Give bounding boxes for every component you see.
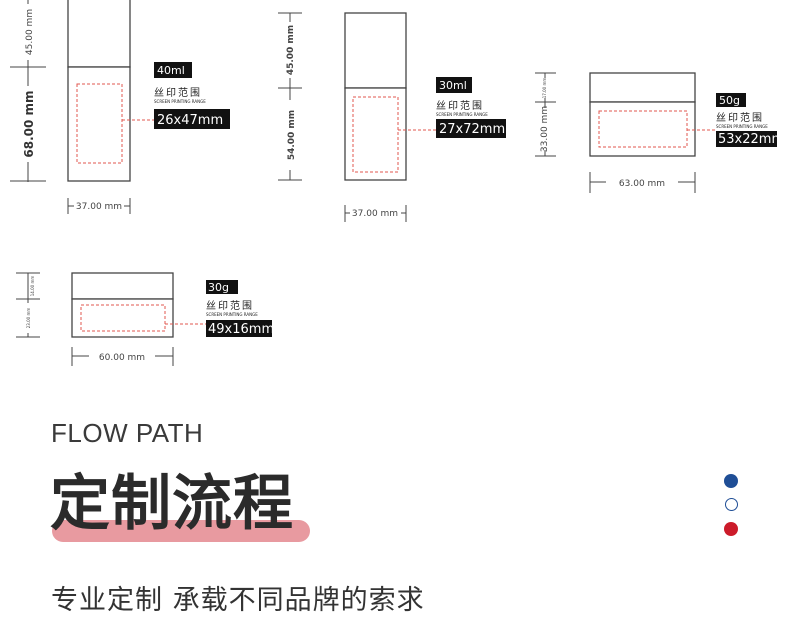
blue-dot-icon (724, 474, 738, 488)
jar-30g-tag-text: 30g (208, 281, 229, 294)
bottle-40ml-print-size: 26x47mm (157, 113, 223, 128)
bottle-30ml-silk-cn: 丝印范围 (436, 99, 484, 112)
jar-50g-height-dim: 33.00 mm (540, 106, 550, 152)
bottle-30ml-body-dim: 54.00 mm (287, 110, 297, 160)
red-dot-icon (724, 522, 738, 536)
title-highlight-bar (52, 520, 310, 542)
product-dimension-diagrams: 45.00 mm 68.00 mm 37.00 mm 40ml 丝印范围 SCR… (10, 0, 784, 366)
bottle-30ml-body (344, 87, 407, 181)
jar-50g-print-size: 53x22mm (718, 132, 784, 147)
bottle-40ml-dim-bg (19, 86, 37, 162)
outline-dot-icon (724, 498, 738, 511)
bottle-30ml-size-box (436, 119, 506, 138)
bottle-40ml-dim-bg (20, 4, 36, 60)
jar-50g-cap-dim: 17.00 mm (542, 78, 547, 99)
jar-30g-silk-en: SCREEN PRINTING RANGE (206, 312, 258, 317)
bottle-40ml-body (67, 66, 131, 182)
section-title-block: 定制流程 (50, 468, 312, 548)
bottle-40ml-diagram: 45.00 mm 68.00 mm 37.00 mm 40ml 丝印范围 SCR… (10, 0, 230, 214)
jar-50g-silk-en: SCREEN PRINTING RANGE (716, 124, 768, 129)
bottle-40ml-silk-cn: 丝印范围 (154, 86, 202, 99)
jar-50g-diagram: 17.00 mm 33.00 mm 63.00 mm 50g 丝印范围 SCRE… (535, 72, 784, 193)
bottle-40ml-tag-text: 40ml (157, 64, 185, 77)
section-tagline: 专业定制 承载不同品牌的索求 (51, 585, 425, 616)
bottle-30ml-width-dim: 37.00 mm (352, 209, 398, 219)
jar-30g-cap (71, 272, 174, 300)
jar-50g-print-area (598, 110, 688, 148)
bottle-30ml-print-area (352, 96, 399, 173)
bottle-40ml-size-box (154, 109, 230, 129)
bottle-30ml-diagram: 45.00 mm 54.00 mm 37.00 mm 30ml 丝印范围 SCR… (278, 12, 506, 222)
jar-30g-print-size: 49x16mm (208, 322, 274, 337)
bottle-30ml-cap (344, 12, 407, 89)
bottle-40ml-cap-dim: 45.00 mm (25, 9, 35, 55)
section-subtitle-en: FLOW PATH (51, 418, 204, 448)
jar-30g-diagram: 23.00 mm 14.00 mm 60.00 mm 30g 丝印范围 SCRE… (16, 272, 274, 366)
bottle-40ml-width-dim: 37.00 mm (76, 202, 122, 212)
section-title: 定制流程 (50, 469, 294, 539)
jar-50g-tag (716, 93, 746, 107)
jar-50g-size-box (716, 131, 777, 147)
jar-50g-cap (589, 72, 696, 103)
bottle-30ml-silk-en: SCREEN PRINTING RANGE (436, 112, 488, 117)
jar-50g-tag-text: 50g (719, 94, 740, 107)
bottle-40ml-silk-en: SCREEN PRINTING RANGE (154, 99, 206, 104)
bottle-30ml-tag (436, 77, 472, 93)
jar-50g-width-dim: 63.00 mm (619, 179, 665, 189)
bottle-40ml-print-area (76, 83, 123, 164)
jar-30g-height-dim: 23.00 mm (26, 308, 31, 329)
bottle-30ml-print-size: 27x72mm (439, 122, 505, 137)
bottle-30ml-tag-text: 30ml (439, 79, 467, 92)
bottle-40ml-body-dim: 68.00 mm (22, 90, 36, 157)
indicator-dots (724, 474, 740, 538)
jar-50g-silk-cn: 丝印范围 (716, 111, 764, 124)
jar-50g-body (589, 101, 696, 157)
bottle-40ml-cap (67, 0, 131, 68)
jar-30g-size-box (206, 320, 272, 337)
jar-30g-tag (206, 280, 238, 294)
jar-30g-cap-dim: 14.00 mm (30, 276, 35, 297)
jar-30g-print-area (80, 304, 166, 332)
bottle-30ml-cap-dim: 45.00 mm (286, 25, 296, 75)
jar-30g-silk-cn: 丝印范围 (206, 299, 254, 312)
bottle-40ml-tag (154, 62, 192, 78)
jar-30g-width-dim: 60.00 mm (99, 353, 145, 363)
